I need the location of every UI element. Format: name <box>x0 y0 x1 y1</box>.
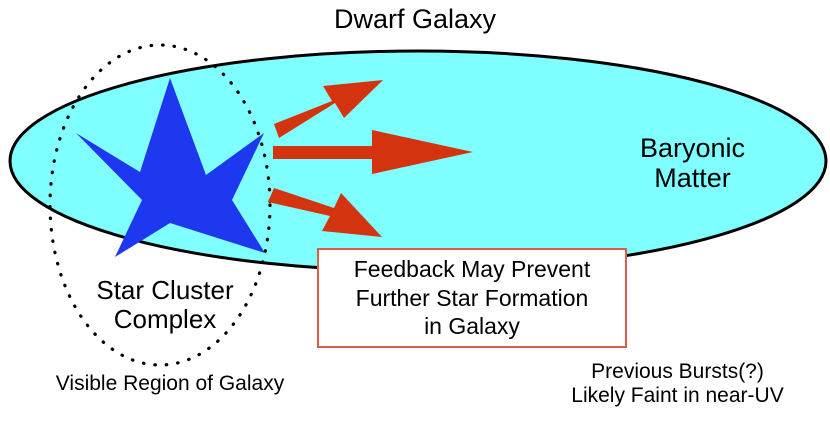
feedback-arrow-upper <box>274 80 383 138</box>
feedback-line-3: in Galaxy <box>424 313 520 340</box>
visible-region-caption: Visible Region of Galaxy <box>55 372 285 395</box>
baryonic-matter-line-1: Baryonic <box>639 133 746 163</box>
baryonic-matter-label: Baryonic Matter <box>585 133 800 193</box>
previous-bursts-note: Previous Bursts(?) Likely Faint in near-… <box>530 360 825 407</box>
feedback-line-1: Feedback May Prevent <box>353 256 591 283</box>
previous-bursts-line-2: Likely Faint in near-UV <box>571 383 784 407</box>
feedback-callout-box: Feedback May Prevent Further Star Format… <box>317 248 627 348</box>
page-title: Dwarf Galaxy <box>333 4 497 34</box>
visible-region-dotted-oval <box>48 43 272 367</box>
previous-bursts-line-1: Previous Bursts(?) <box>591 360 764 383</box>
star-cluster-line-2: Complex <box>113 304 217 335</box>
star-cluster-complex-label: Star Cluster Complex <box>55 275 275 335</box>
feedback-arrow-middle <box>273 130 473 174</box>
baryonic-matter-line-2: Matter <box>654 163 731 194</box>
feedback-arrow-lower <box>268 188 382 237</box>
star-cluster-line-1: Star Cluster <box>96 275 234 305</box>
star-cluster-star-icon <box>76 78 265 257</box>
feedback-line-2: Further Star Formation <box>355 284 589 311</box>
